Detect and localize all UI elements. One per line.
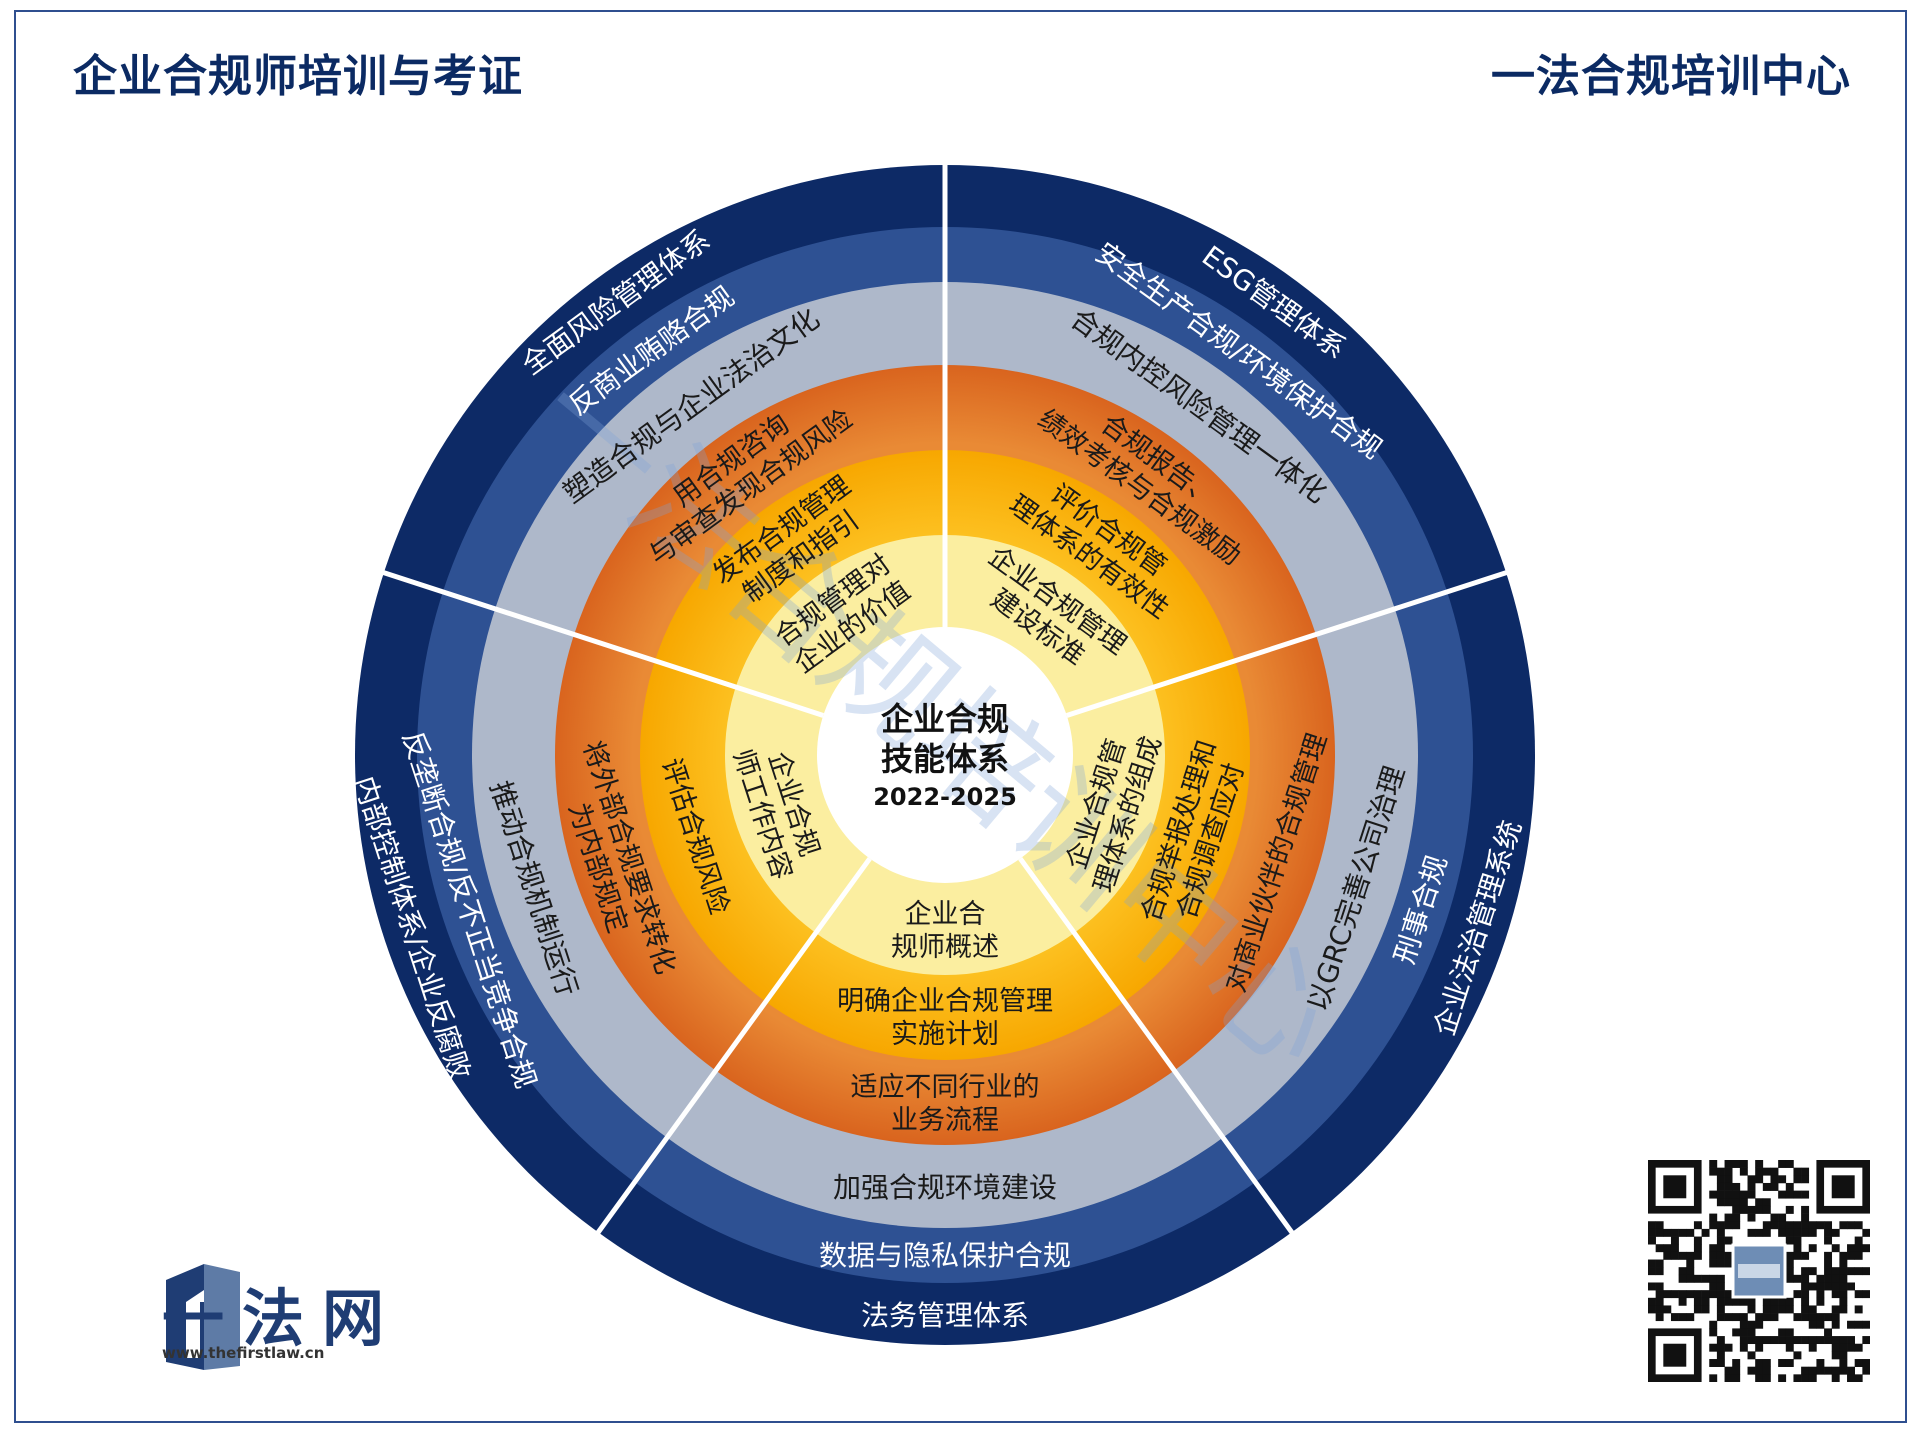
ring6-label-4: 法务管理体系 — [861, 1299, 1029, 1332]
sector-divider-2 — [1065, 565, 1523, 718]
ring1-label-4-line-1: 企业合 — [905, 899, 986, 930]
organization-name: 一法合规培训中心 — [1491, 51, 1851, 102]
center-title-line2: 技能体系 — [881, 740, 1009, 778]
ring4-label-4: 加强合规环境建设 — [833, 1171, 1057, 1204]
page-title: 企业合规师培训与考证 — [73, 51, 523, 102]
yifa-logo-icon — [166, 1264, 240, 1370]
sector-divider-4 — [586, 857, 872, 1247]
center-circle — [817, 627, 1073, 883]
ring4-label-4-line-1: 加强合规环境建设 — [833, 1171, 1057, 1204]
ring3-label-4-line-2: 业务流程 — [891, 1105, 999, 1136]
center-title-line1: 企业合规 — [881, 700, 1009, 738]
logo-name: 一法网 — [162, 1282, 403, 1355]
logo-url: www.thefirstlaw.cn — [162, 1344, 325, 1362]
sector-dividers — [367, 149, 1523, 1247]
ring5-label-4-line-1: 数据与隐私保护合规 — [819, 1239, 1071, 1272]
concentric-rings — [355, 165, 1535, 1345]
page-frame — [14, 10, 1907, 1423]
sector-divider-3 — [1018, 857, 1304, 1247]
sector-divider-5 — [367, 565, 825, 718]
center-years: 2022-2025 — [873, 783, 1017, 811]
ring2-label-4-line-1: 明确企业合规管理 — [837, 986, 1053, 1017]
ring1-label-4-line-2: 规师概述 — [891, 932, 999, 963]
ring2-label-4-line-2: 实施计划 — [891, 1019, 999, 1050]
qr-code-icon — [1648, 1160, 1870, 1382]
ring5-label-4: 数据与隐私保护合规 — [819, 1239, 1071, 1272]
center-label: 企业合规 技能体系 2022-2025 — [873, 700, 1017, 811]
ring3-label-4-line-1: 适应不同行业的 — [851, 1072, 1040, 1103]
ring6-label-4-line-1: 法务管理体系 — [861, 1299, 1029, 1332]
